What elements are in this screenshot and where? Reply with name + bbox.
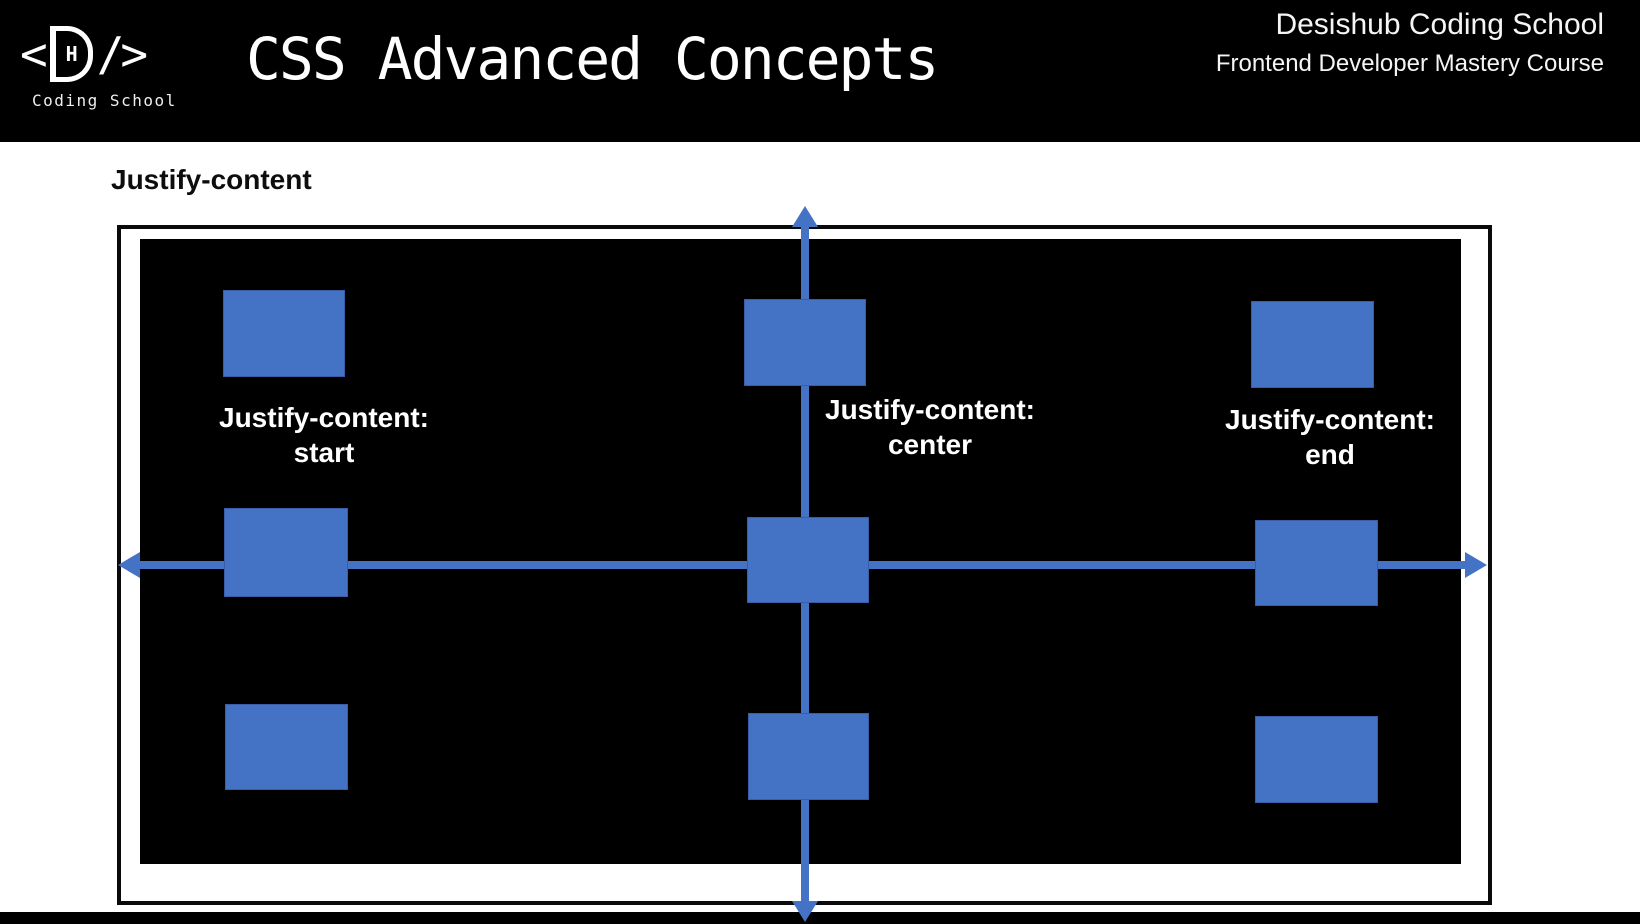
label-line2: start	[293, 437, 355, 468]
label-line1: Justify-content:	[219, 402, 429, 433]
label-line2: end	[1305, 439, 1355, 470]
flex-item-box	[224, 508, 348, 597]
flex-item-box	[744, 299, 866, 386]
logo-left-bracket: <	[20, 27, 48, 81]
flex-item-box	[223, 290, 345, 377]
label-line1: Justify-content:	[1225, 404, 1435, 435]
footer-bar	[0, 912, 1640, 924]
logo-subtitle: Coding School	[32, 91, 177, 110]
flex-item-box	[747, 517, 869, 603]
label-line2: center	[887, 429, 973, 460]
logo-slash-bracket: />	[96, 27, 148, 81]
logo-d-shape: H	[49, 26, 93, 82]
flex-item-box	[1255, 716, 1378, 803]
flex-item-box	[748, 713, 869, 800]
code-logo-icon: < H />	[20, 26, 177, 82]
course-name: Frontend Developer Mastery Course	[1215, 50, 1604, 77]
header-bar: < H /> Coding School CSS Advanced Concep…	[0, 0, 1640, 142]
label-justify-center: Justify-content: center	[780, 392, 1080, 462]
label-justify-end: Justify-content: end	[1180, 402, 1480, 472]
flex-item-box	[225, 704, 348, 790]
logo-letter: H	[65, 42, 78, 66]
flex-item-box	[1251, 301, 1374, 388]
logo: < H /> Coding School	[20, 26, 177, 110]
school-info: Desishub Coding School Frontend Develope…	[1216, 8, 1604, 78]
school-name: Desishub Coding School	[1275, 8, 1604, 41]
section-heading: Justify-content	[111, 164, 312, 195]
flex-item-box	[1255, 520, 1378, 606]
label-justify-start: Justify-content: start	[174, 400, 474, 470]
slide-title: CSS Advanced Concepts	[246, 25, 939, 93]
label-line1: Justify-content:	[825, 394, 1035, 425]
arrow-up-icon	[792, 206, 818, 227]
